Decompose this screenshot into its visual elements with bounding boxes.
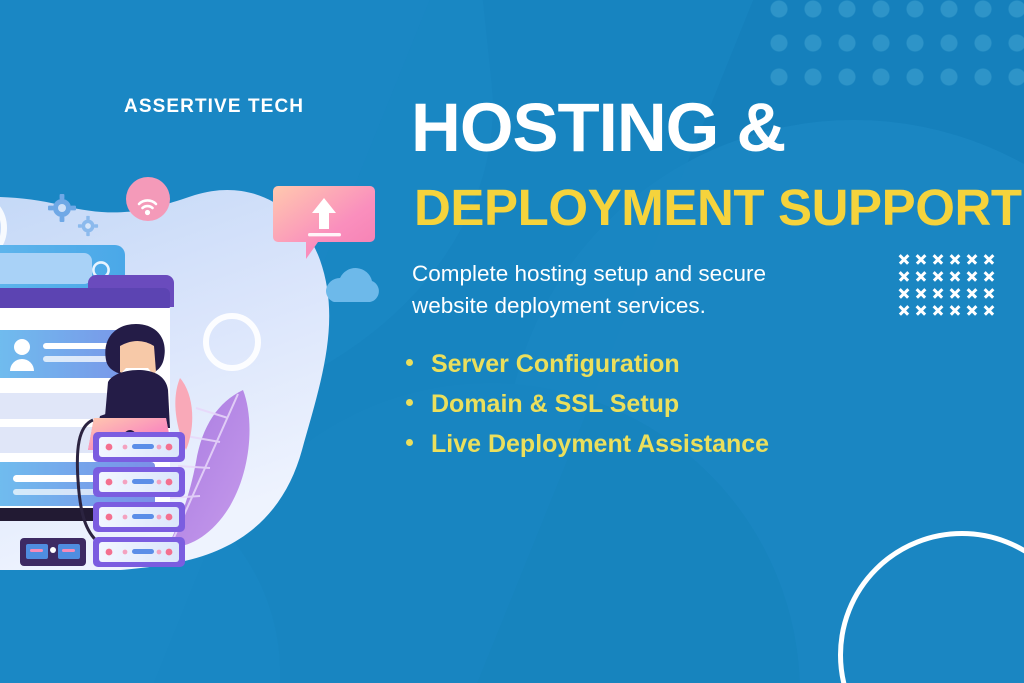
server-unit	[93, 432, 185, 462]
bullet-dot-icon	[406, 359, 413, 366]
headline-line-1: HOSTING &	[411, 89, 786, 166]
list-item-label: Server Configuration	[431, 350, 680, 378]
cable	[75, 418, 100, 544]
bullet-dot-icon	[406, 439, 413, 446]
hosting-deployment-illustration	[0, 150, 380, 570]
cloud-shape-icon	[325, 268, 379, 302]
settings-gears-icon	[48, 194, 99, 237]
avatar-icon	[10, 339, 34, 371]
upload-speech-bubble-icon	[273, 186, 375, 259]
list-item: Domain & SSL Setup	[406, 392, 769, 417]
server-unit	[93, 502, 185, 532]
feature-list: Server Configuration Domain & SSL Setup …	[406, 352, 769, 472]
stacked-server-rack	[93, 432, 185, 567]
list-item-label: Domain & SSL Setup	[431, 390, 680, 418]
wifi-signal-badge-icon	[126, 177, 170, 221]
list-item: Server Configuration	[406, 352, 769, 377]
server-unit	[93, 467, 185, 497]
list-item: Live Deployment Assistance	[406, 432, 769, 457]
headline-line-2: DEPLOYMENT SUPPORT	[414, 179, 1022, 236]
server-unit	[93, 537, 185, 567]
keyboard-device	[20, 538, 86, 566]
bullet-dot-icon	[406, 399, 413, 406]
subtitle-text: Complete hosting setup and secure websit…	[412, 261, 766, 318]
list-item-label: Live Deployment Assistance	[431, 430, 770, 458]
cross-mark-grid-icon	[897, 252, 996, 317]
halftone-dot-pattern-icon	[756, 0, 1024, 92]
brand-name: ASSERTIVE TECH	[124, 96, 305, 117]
circle-outline-icon	[838, 531, 1024, 683]
